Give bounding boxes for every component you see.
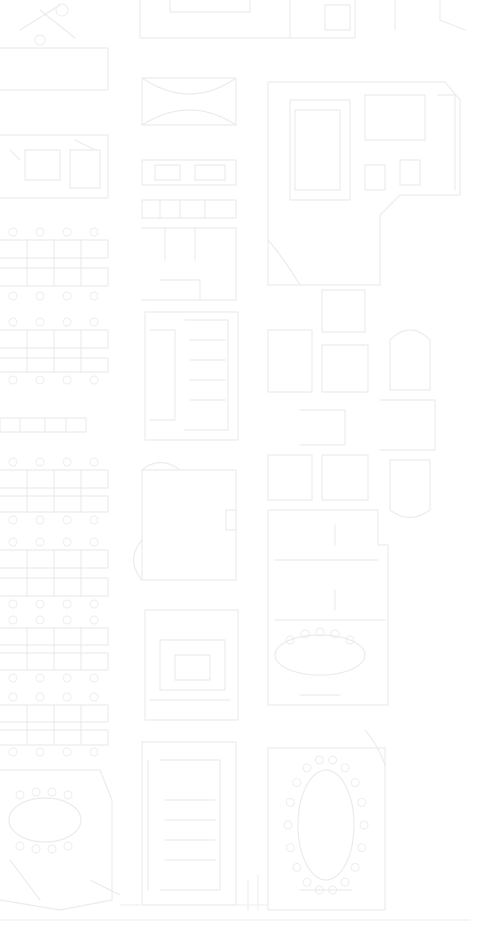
chair-icon [62,375,72,385]
chair-icon [35,537,45,547]
chair-icon [35,317,45,327]
chair-icon [62,692,72,702]
chair-icon [8,227,18,237]
chair-icon [350,778,360,788]
chair-icon [8,615,18,625]
chair-icon [62,615,72,625]
chair-icon [89,673,99,683]
chair-icon [314,755,324,765]
chair-icon [62,457,72,467]
chair-icon [89,317,99,327]
chair-icon [89,515,99,525]
left-column-workstations [0,3,109,746]
chair-icon [35,692,45,702]
chair-icon [8,599,18,609]
chair-icon [292,862,302,872]
middle-column-rooms [132,0,466,906]
chair-icon [8,291,18,301]
chair-icon [62,227,72,237]
chair-icon [89,227,99,237]
chair-icon [62,291,72,301]
chair-icon [340,763,350,773]
chair-icon [283,820,293,830]
chair-icon [35,599,45,609]
conference-room-left [0,769,121,911]
chair-icon [8,692,18,702]
chair-icon [350,862,360,872]
chair-icon [35,227,45,237]
chair-icon [62,599,72,609]
chair-icon [62,537,72,547]
chair-icon [285,843,295,853]
chair-icon [292,778,302,788]
chair-icon [359,820,369,830]
chair-icon [35,375,45,385]
chair-icon [62,673,72,683]
chair-icon [89,747,99,757]
chair-icon [8,747,18,757]
oval-conference-chairs [283,755,369,895]
chair-icon [8,317,18,327]
chair-icon [302,877,312,887]
chair-icon [8,457,18,467]
chair-icon [89,457,99,467]
chair-icon [8,673,18,683]
chair-icon [35,673,45,683]
chair-icon [328,885,338,895]
chair-icon [89,375,99,385]
corridor-lines [0,874,471,921]
chair-icon [35,615,45,625]
chair-icon [89,599,99,609]
chair-icon [62,317,72,327]
chair-icon [357,843,367,853]
right-column-rooms [267,81,461,911]
chair-icon [62,515,72,525]
chair-icon [8,537,18,547]
chair-icon [89,615,99,625]
chair-icon [89,692,99,702]
chair-icon [89,537,99,547]
chair-icon [314,885,324,895]
chair-icon [89,291,99,301]
chair-icon [340,877,350,887]
chair-icon [35,291,45,301]
chair-icon [285,797,295,807]
left-column-chairs [8,227,99,757]
chair-icon [35,515,45,525]
chair-icon [8,515,18,525]
chair-icon [8,375,18,385]
chair-icon [62,747,72,757]
chair-icon [35,747,45,757]
chair-icon [302,763,312,773]
chair-icon [328,755,338,765]
chair-icon [35,457,45,467]
chair-icon [357,797,367,807]
